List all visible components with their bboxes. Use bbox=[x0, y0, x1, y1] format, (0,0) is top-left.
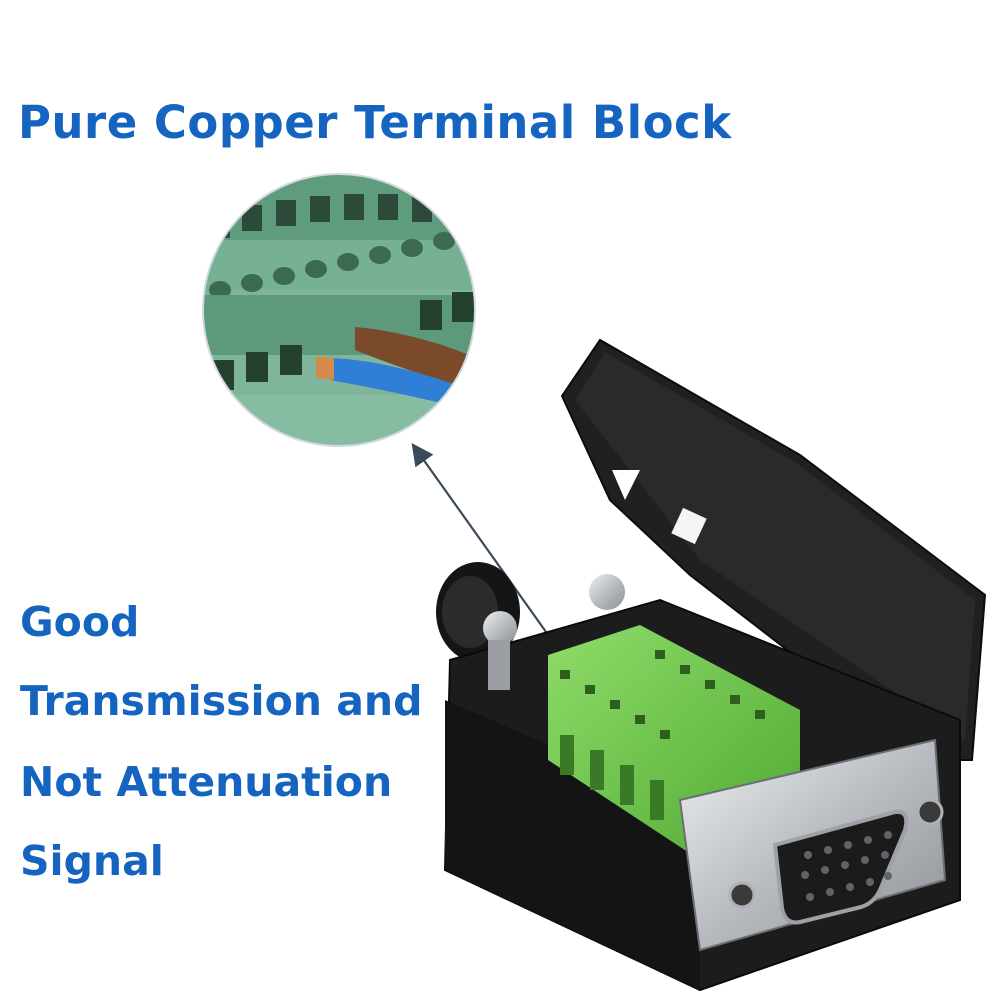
feature-line-3: Not Attenuation bbox=[20, 758, 393, 806]
feature-line-4: Signal bbox=[20, 837, 164, 885]
pointer-arrow-icon bbox=[411, 443, 567, 661]
db15-connector-icon bbox=[436, 338, 987, 992]
headline: Pure Copper Terminal Block bbox=[18, 96, 732, 149]
feature-line-1: Good bbox=[20, 598, 140, 646]
zoom-circle-icon bbox=[202, 173, 476, 447]
feature-line-2: Transmission and bbox=[20, 677, 423, 725]
